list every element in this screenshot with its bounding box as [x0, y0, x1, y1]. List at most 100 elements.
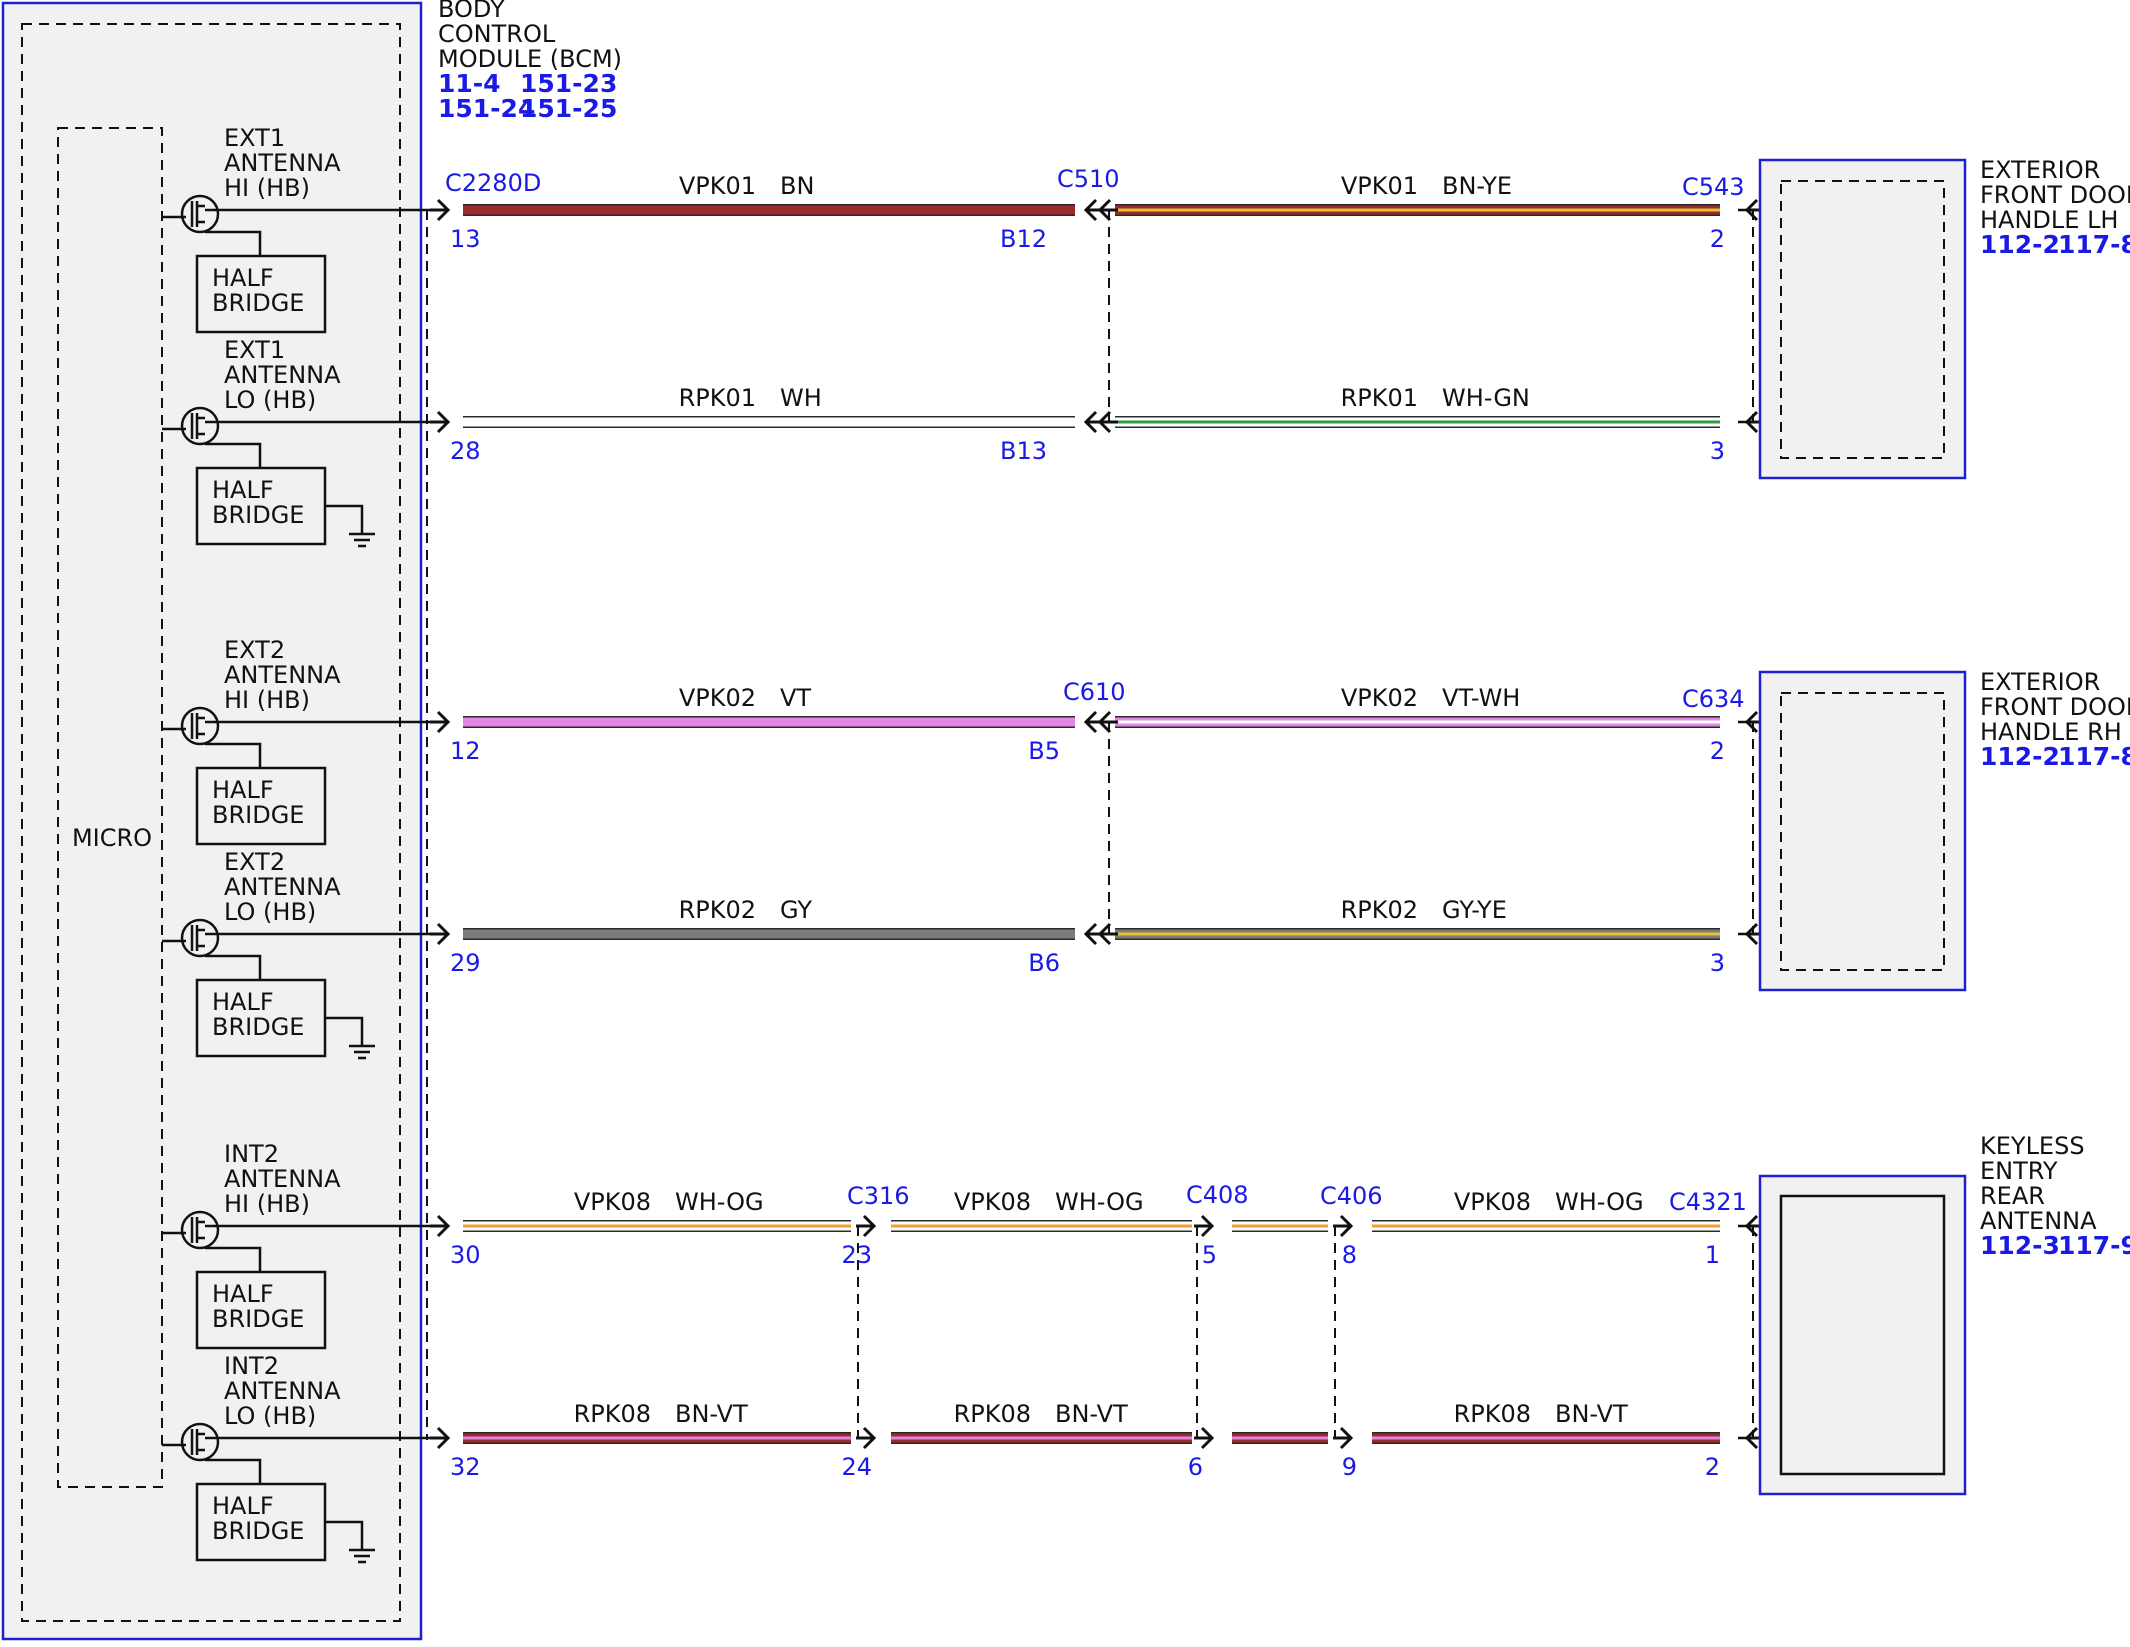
circuit-label: ANTENNA [224, 149, 341, 177]
fet-gate-icon [180, 1217, 205, 1243]
pin-number: 30 [450, 1241, 481, 1269]
wire-stripe-ye [1115, 208, 1720, 212]
bcm-ref-link[interactable]: 151-25 [520, 94, 617, 123]
wire-circuit-label: RPK08 [574, 1400, 651, 1428]
fet-gate-icon [180, 201, 205, 227]
circuit-ext1-hi: EXT1 ANTENNA HI (HB) HALF BRIDGE [162, 124, 440, 334]
wire-color-label: WH-GN [1442, 384, 1530, 412]
connector-label[interactable]: C4321 [1669, 1188, 1747, 1216]
circuit-label: ANTENNA [224, 873, 341, 901]
connector-label[interactable]: C406 [1320, 1182, 1383, 1210]
circuit-label: ANTENNA [224, 361, 341, 389]
component-outline [1758, 1174, 1967, 1496]
circuit-label: HI (HB) [224, 1190, 310, 1218]
micro-block [57, 127, 163, 1488]
wire-lead [205, 954, 262, 980]
connector-label[interactable]: C610 [1063, 678, 1126, 706]
component-label: KEYLESS [1980, 1132, 2085, 1160]
component-ref-link[interactable]: 117-8 [2058, 230, 2130, 259]
wire-stripe-ye [1115, 932, 1720, 936]
ground-icon [325, 1520, 375, 1564]
terminal-arrow-icon [430, 1214, 451, 1238]
pin-number: 8 [1342, 1241, 1357, 1269]
half-bridge-label: BRIDGE [212, 1517, 304, 1545]
half-bridge-label: HALF [212, 476, 274, 504]
terminal-arrow-icon [430, 1426, 451, 1450]
wire-color-label: WH [780, 384, 822, 412]
component-ref-link[interactable]: 117-9 [2058, 1231, 2130, 1260]
circuit-label: HI (HB) [224, 686, 310, 714]
wire-circuit-label: RPK02 [1341, 896, 1418, 924]
component-outline [1758, 158, 1967, 480]
wire-circuit-label: RPK01 [679, 384, 756, 412]
component-ref-link[interactable]: 112-3 [1980, 1231, 2060, 1260]
wire-vt [463, 717, 1075, 727]
component-ext-front-door-handle-rh: EXTERIOR FRONT DOOR HANDLE RH 112-2 117-… [1758, 668, 2130, 992]
circuit-label: ANTENNA [224, 661, 341, 689]
connector-label[interactable]: C634 [1682, 685, 1745, 713]
circuit-label: ANTENNA [224, 1377, 341, 1405]
wire-stripe-og [891, 1224, 1192, 1228]
fet-transistor-icon [180, 194, 220, 234]
wire-circuit-label: VPK08 [574, 1188, 651, 1216]
circuit-label: LO (HB) [224, 1402, 316, 1430]
fet-gate-icon [180, 1429, 205, 1455]
connector-label[interactable]: C408 [1186, 1181, 1249, 1209]
wire-gy [463, 929, 1075, 939]
wire-color-label: WH-OG [1055, 1188, 1144, 1216]
component-label: FRONT DOOR [1980, 181, 2130, 209]
bcm-ref-link[interactable]: 151-24 [438, 94, 535, 123]
connector-label[interactable]: C543 [1682, 173, 1745, 201]
wire-color-label: WH-OG [675, 1188, 764, 1216]
wire-color-label: VT [780, 684, 811, 712]
half-bridge-label: HALF [212, 264, 274, 292]
wire-circuit-label: RPK08 [954, 1400, 1031, 1428]
component-label: EXTERIOR [1980, 156, 2100, 184]
half-bridge-box [195, 766, 327, 846]
terminal-arrow-icon [1097, 410, 1118, 434]
circuit-ext2-lo: EXT2 ANTENNA LO (HB) HALF BRIDGE [162, 848, 440, 1060]
micro-label: MICRO [72, 824, 152, 852]
wire-lead [205, 230, 262, 256]
wire-color-label: BN-VT [1555, 1400, 1628, 1428]
wire-stripe-og [463, 1224, 851, 1228]
wire-stripe-og [1372, 1224, 1720, 1228]
component-label: HANDLE LH [1980, 206, 2118, 234]
pin-number: 12 [450, 737, 481, 765]
pin-number: 13 [450, 225, 481, 253]
component-ref-link[interactable]: 112-2 [1980, 230, 2060, 259]
pin-number: B5 [1028, 737, 1060, 765]
half-bridge-label: HALF [212, 776, 274, 804]
component-ref-link[interactable]: 117-8 [2058, 742, 2130, 771]
circuit-int2-lo: INT2 ANTENNA LO (HB) HALF BRIDGE [162, 1352, 440, 1564]
pin-number: 23 [841, 1241, 872, 1269]
connector-label[interactable]: C316 [847, 1182, 910, 1210]
ground-icon [325, 1016, 375, 1060]
component-label: FRONT DOOR [1980, 693, 2130, 721]
bcm-ref-link[interactable]: 151-23 [520, 69, 617, 98]
component-outline [1758, 670, 1967, 992]
circuit-label: HI (HB) [224, 174, 310, 202]
pin-number: 3 [1710, 949, 1725, 977]
wire-circuit-label: VPK02 [1341, 684, 1418, 712]
component-ref-link[interactable]: 112-2 [1980, 742, 2060, 771]
wire-color-label: BN-VT [675, 1400, 748, 1428]
wire-lead [205, 1246, 262, 1272]
circuit-ext2-hi: EXT2 ANTENNA HI (HB) HALF BRIDGE [162, 636, 440, 846]
wire-circuit-label: RPK01 [1341, 384, 1418, 412]
component-ext-front-door-handle-lh: EXTERIOR FRONT DOOR HANDLE LH 112-2 117-… [1758, 156, 2130, 480]
terminal-arrow-icon [430, 710, 451, 734]
component-keyless-entry-rear-antenna: KEYLESS ENTRY REAR ANTENNA 112-3 117-9 [1758, 1132, 2130, 1496]
wire-color-label: GY-YE [1442, 896, 1507, 924]
wire-stripe-gn [1115, 420, 1720, 424]
connector-label[interactable]: C510 [1057, 165, 1120, 193]
circuit-label: EXT2 [224, 636, 285, 664]
connector-label[interactable]: C2280D [445, 169, 541, 197]
wire-lead [205, 1458, 262, 1484]
wire-circuit-label: VPK08 [954, 1188, 1031, 1216]
wire-circuit-label: VPK01 [679, 172, 756, 200]
bcm-ref-link[interactable]: 11-4 [438, 69, 501, 98]
